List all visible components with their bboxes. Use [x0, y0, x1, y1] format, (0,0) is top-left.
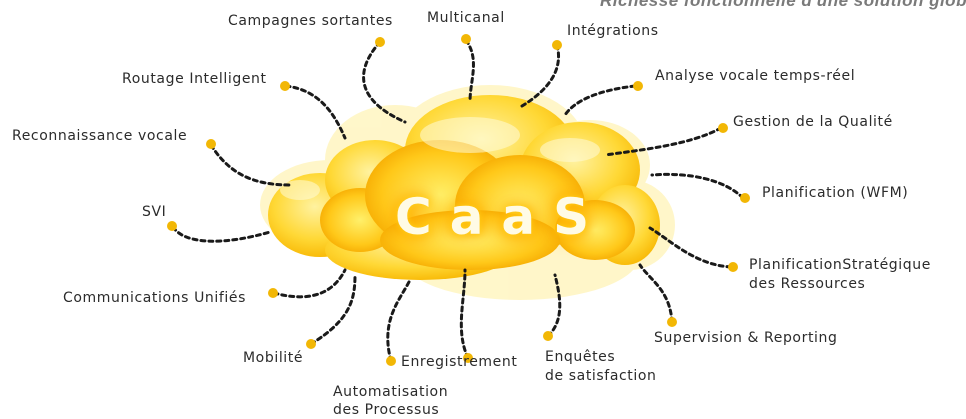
label-integrations: Intégrations: [567, 23, 659, 39]
connector-mobilite: [309, 273, 357, 346]
connector-dots: [167, 34, 750, 366]
label-analyse-vocale: Analyse vocale temps-réel: [655, 68, 856, 84]
label-des-processus: des Processus: [333, 402, 440, 418]
label-des-ressources: des Ressources: [749, 276, 866, 292]
connectors: [171, 38, 745, 363]
dot-supervision: [667, 317, 677, 327]
label-svi: SVI: [142, 204, 167, 220]
connector-routage: [284, 84, 347, 140]
label-multicanal: Multicanal: [427, 10, 505, 26]
dot-integrations: [552, 40, 562, 50]
dot-reconnaissance: [206, 139, 216, 149]
connector-planification: [650, 172, 745, 200]
dot-svi: [167, 221, 177, 231]
label-supervision-reporting: Supervision & Reporting: [654, 330, 838, 346]
label-planification-wfm: Planification (WFM): [762, 185, 909, 201]
connector-svi: [171, 225, 272, 243]
label-de-satisfaction: de satisfaction: [545, 368, 657, 384]
dot-enquetes: [543, 331, 553, 341]
label-enregistrement: Enregistrement: [401, 354, 518, 370]
cloud-core: [320, 140, 635, 270]
connector-planif-strat: [648, 226, 733, 269]
label-gestion-qualite: Gestion de la Qualité: [733, 114, 893, 130]
label-routage-intelligent: Routage Intelligent: [122, 71, 267, 87]
connector-enquetes: [546, 273, 562, 338]
connector-analyse: [563, 84, 637, 117]
connector-reconnaissance: [209, 143, 292, 187]
dot-planification: [740, 193, 750, 203]
label-campagnes-sortantes: Campagnes sortantes: [228, 13, 393, 29]
connector-enregistrement: [386, 278, 412, 363]
label-communications-unifies: Communications Unifiés: [63, 290, 247, 306]
label-automatisation: Automatisation: [333, 384, 449, 400]
label-reconnaissance-vocale: Reconnaissance vocale: [12, 128, 188, 144]
label-enquetes: Enquêtes: [545, 349, 616, 365]
dot-automatisation: [463, 353, 473, 363]
caas-label: CaaS: [395, 188, 608, 246]
dot-mobilite: [306, 339, 316, 349]
connector-communications: [272, 268, 347, 299]
connector-automatisation: [459, 268, 470, 360]
header-title: Richesse fonctionnelle d'une solution gl…: [600, 0, 966, 10]
connector-integrations: [520, 43, 560, 108]
connector-gestion: [603, 126, 723, 157]
dot-communications: [268, 288, 278, 298]
dot-campagnes: [375, 37, 385, 47]
dot-routage: [280, 81, 290, 91]
dot-analyse: [633, 81, 643, 91]
connector-campagnes: [362, 40, 407, 124]
dot-gestion: [718, 123, 728, 133]
label-planification-strategique: PlanificationStratégique: [749, 257, 931, 273]
dot-enregistrement: [386, 356, 396, 366]
dot-planif-strat: [728, 262, 738, 272]
label-mobilite: Mobilité: [243, 350, 304, 366]
connector-supervision: [638, 263, 674, 324]
connector-multicanal: [464, 38, 475, 104]
dot-multicanal: [461, 34, 471, 44]
